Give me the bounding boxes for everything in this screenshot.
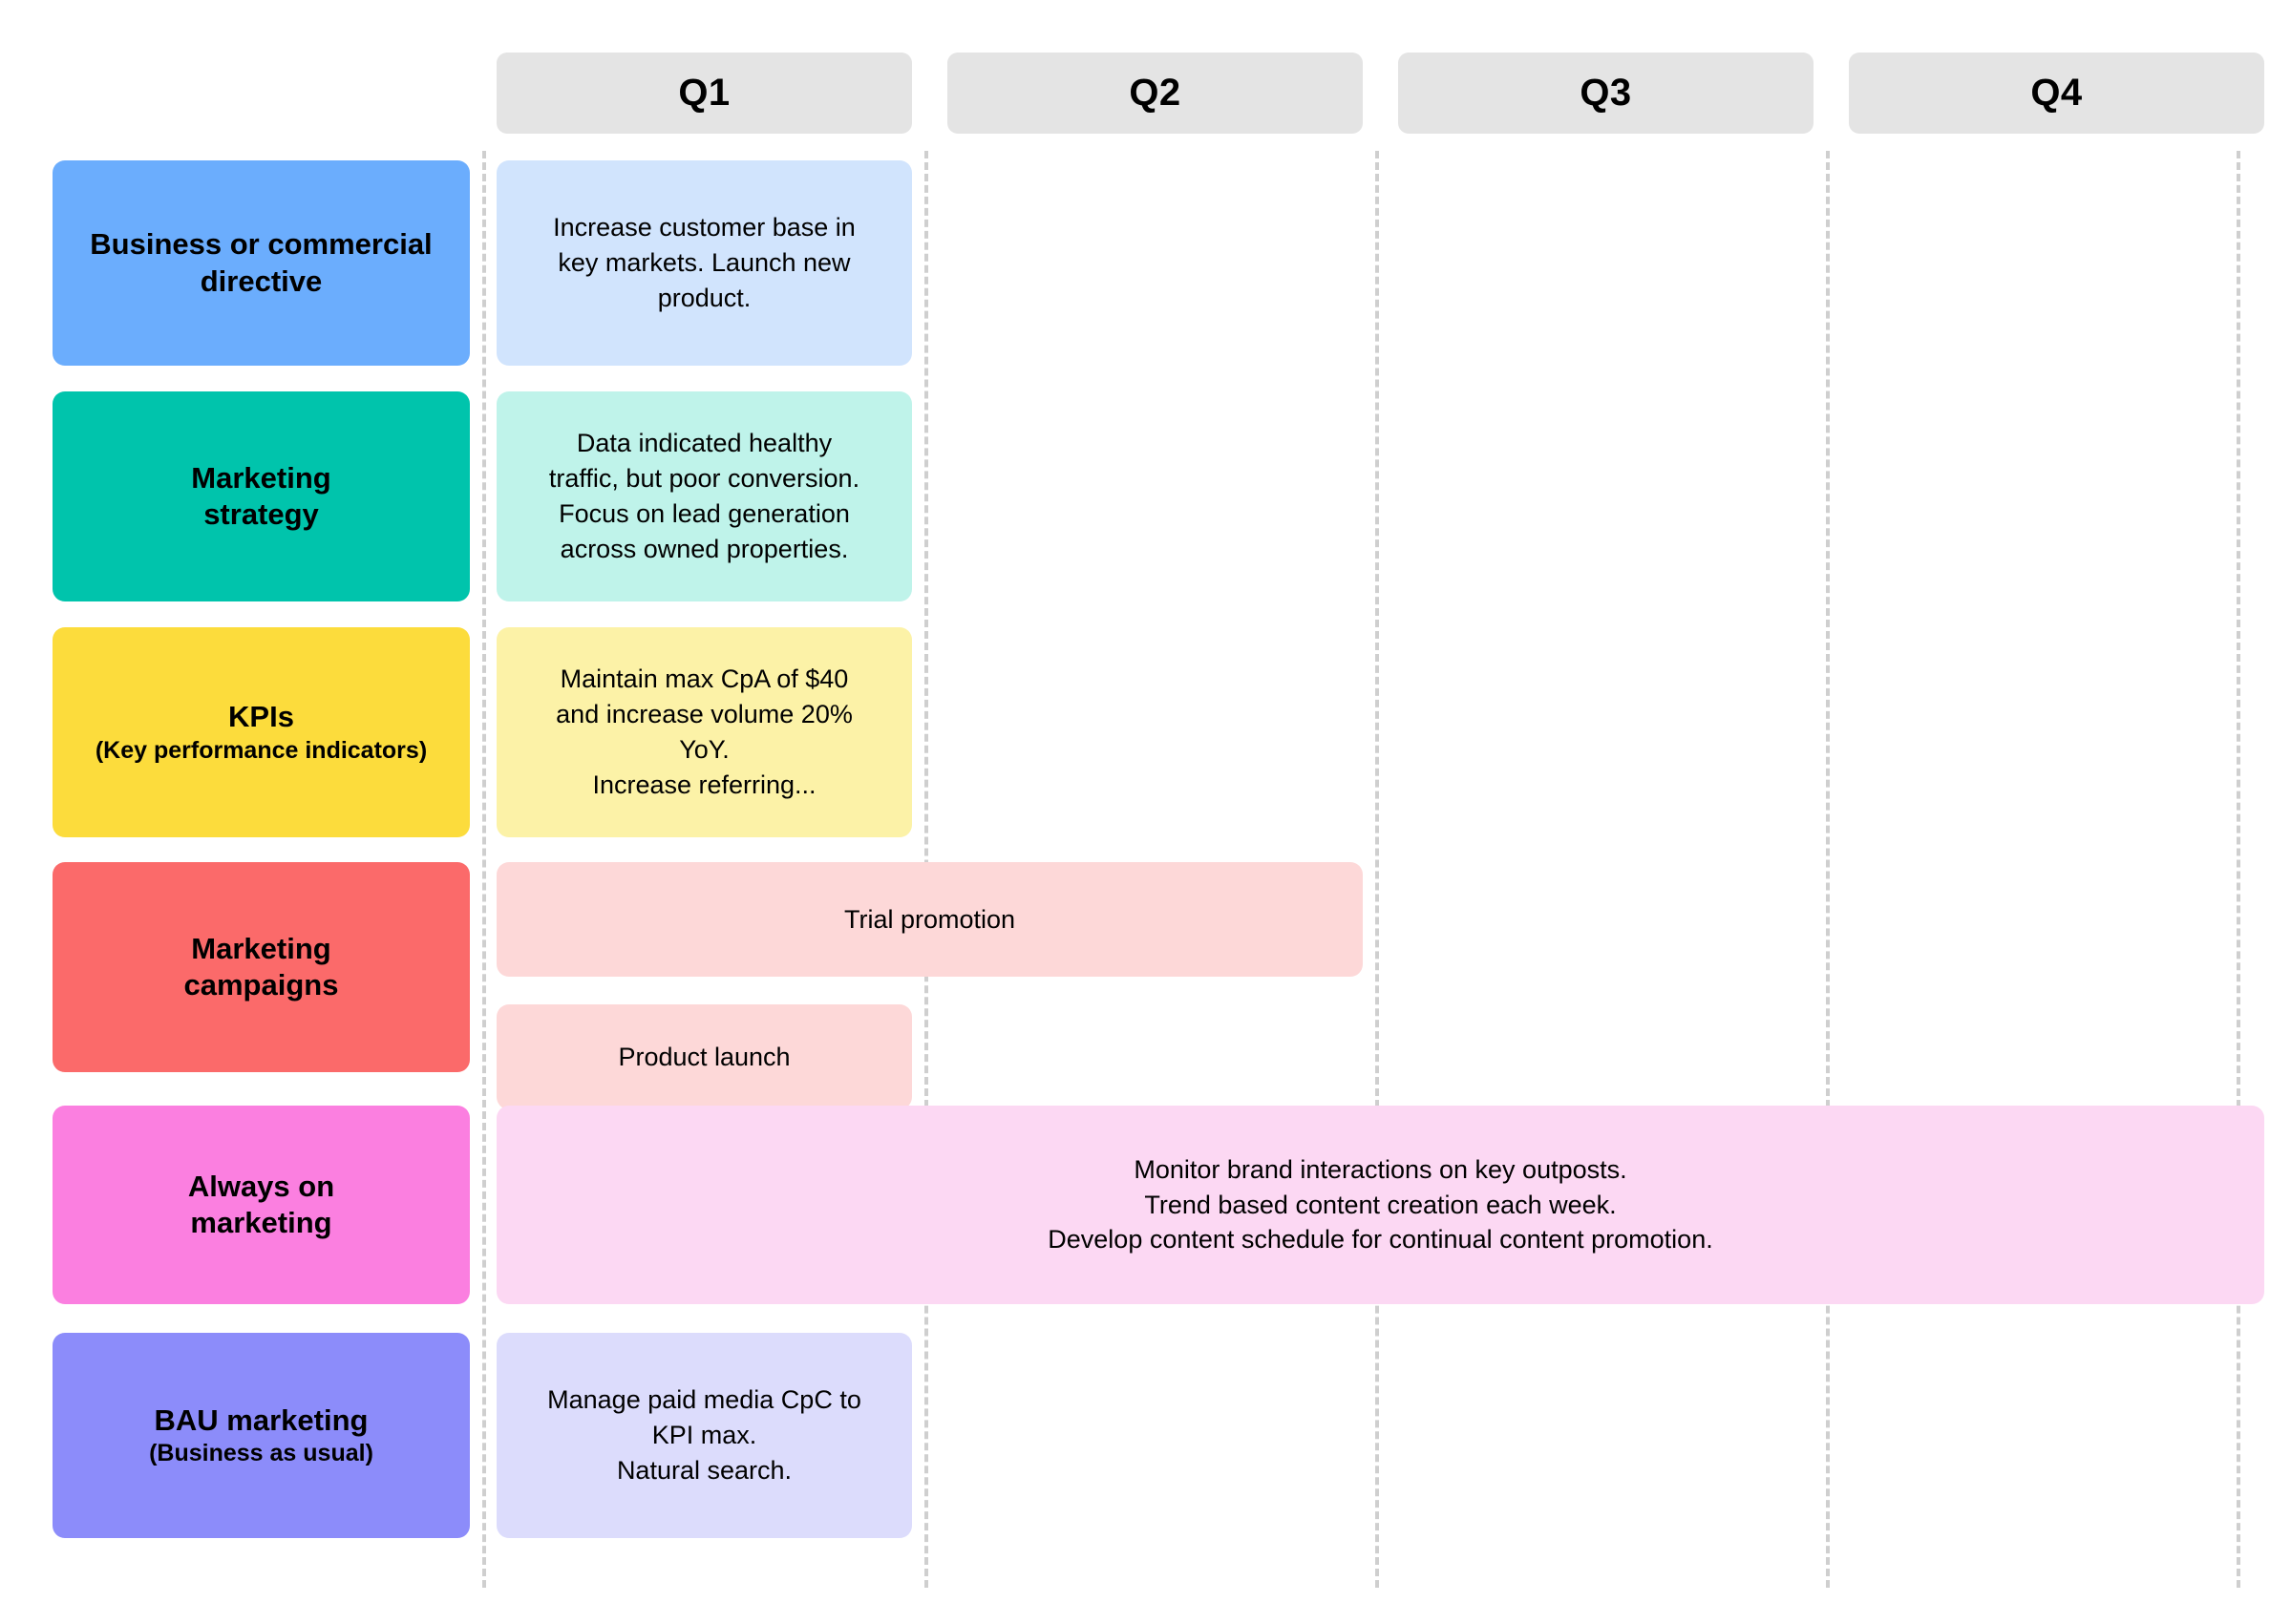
- cell-text: Trial promotion: [843, 904, 1016, 934]
- cell-marketing-campaigns-2[interactable]: Product launch: [497, 1004, 912, 1109]
- row-label-title-line2: strategy: [203, 497, 319, 531]
- quarter-header-q1[interactable]: Q1: [497, 53, 912, 134]
- quarter-header-q4[interactable]: Q4: [1849, 53, 2264, 134]
- quarter-gridline-5: [2237, 151, 2240, 1588]
- quarter-header-q2[interactable]: Q2: [947, 53, 1363, 134]
- cell-bau-marketing-1[interactable]: Manage paid media CpC to KPI max. Natura…: [497, 1333, 912, 1538]
- row-label-kpis[interactable]: KPIs(Key performance indicators): [53, 627, 470, 837]
- row-label-title: BAU marketing: [154, 1403, 369, 1437]
- row-label-title-line2: marketing: [190, 1206, 332, 1239]
- row-label-title-line2: directive: [200, 264, 323, 298]
- cell-text: Maintain max CpA of $40 and increase vol…: [556, 664, 853, 799]
- row-label-bau-marketing[interactable]: BAU marketing (Business as usual): [53, 1333, 470, 1538]
- row-label-subtitle: (Business as usual): [149, 1440, 373, 1467]
- cell-text: Product launch: [618, 1042, 791, 1071]
- cell-marketing-strategy-1[interactable]: Data indicated healthy traffic, but poor…: [497, 391, 912, 601]
- cell-text: Manage paid media CpC to KPI max. Natura…: [547, 1385, 861, 1485]
- row-label-title: KPIs: [228, 700, 294, 734]
- quarter-gridline-3: [1375, 151, 1379, 1588]
- cell-text: Monitor brand interactions on key outpos…: [1048, 1154, 1713, 1255]
- row-label-title: Marketing: [191, 931, 331, 965]
- cell-always-on-marketing-1[interactable]: Monitor brand interactions on key outpos…: [497, 1106, 2264, 1304]
- cell-kpis-1[interactable]: Maintain max CpA of $40 and increase vol…: [497, 627, 912, 837]
- row-label-title: Always on: [187, 1169, 335, 1203]
- quarter-header-q3[interactable]: Q3: [1398, 53, 1814, 134]
- quarter-gridline-4: [1826, 151, 1830, 1588]
- cell-marketing-campaigns-1[interactable]: Trial promotion: [497, 862, 1363, 977]
- cell-text: Data indicated healthy traffic, but poor…: [548, 429, 860, 563]
- row-label-title: Marketing: [191, 460, 331, 495]
- cell-text: Increase customer base in key markets. L…: [553, 213, 856, 312]
- row-label-title-line2: campaigns: [183, 968, 339, 1002]
- row-label-title: Business or commercial: [90, 227, 433, 262]
- quarter-gridline-1: [482, 151, 486, 1588]
- cell-business-directive-1[interactable]: Increase customer base in key markets. L…: [497, 160, 912, 366]
- row-label-subtitle: (Key performance indicators): [95, 736, 428, 764]
